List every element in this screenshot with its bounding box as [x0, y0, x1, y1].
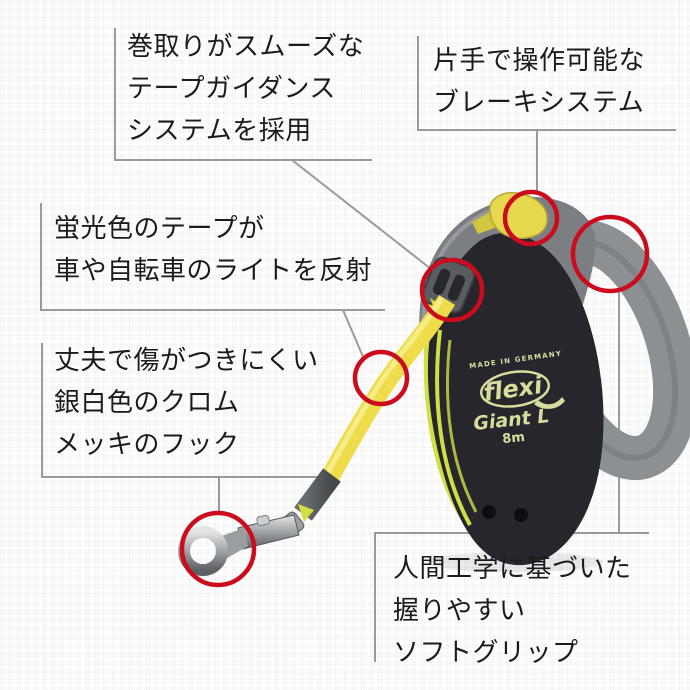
callout-line: 巻取りがスムーズな — [127, 32, 365, 62]
logo-dog-swoosh — [534, 397, 565, 409]
callout-line: システムを採用 — [127, 116, 312, 146]
tape-guide-slot — [432, 268, 451, 295]
callout-fluorescent-tape: 蛍光色のテープが 車や自転車のライトを反射 — [54, 208, 372, 292]
leash-body — [427, 232, 604, 566]
callout-line: 蛍光色のテープが — [54, 214, 265, 244]
callout-brake-system: 片手で操作可能な ブレーキシステム — [433, 40, 645, 124]
callout-line: テープガイダンス — [127, 74, 336, 104]
snap-hook — [178, 511, 305, 576]
tape-guide — [421, 256, 476, 314]
neon-stripe — [435, 329, 472, 526]
neon-stripe — [445, 339, 478, 513]
callout-line: メッキのフック — [54, 430, 240, 460]
callout-line: 丈夫で傷がつきにくい — [54, 346, 319, 376]
neon-stripes — [435, 329, 478, 526]
hook-gate-lever — [256, 514, 270, 527]
callout-line: ブレーキシステム — [433, 88, 645, 118]
highlight-circle-tape-guide — [419, 257, 485, 323]
casing-rim — [421, 204, 507, 337]
callout-line: 片手で操作可能な — [433, 46, 646, 76]
logo-ellipse — [479, 370, 551, 408]
hook-loop — [178, 526, 228, 576]
highlight-circles — [179, 189, 650, 588]
callout-line: 車や自転車のライトを反射 — [54, 256, 373, 286]
tape-sleeve — [294, 468, 341, 521]
highlight-circle-soft-grip — [570, 214, 650, 294]
highlight-circle-chrome-hook — [179, 510, 257, 588]
callout-line: 銀白色のクロム — [54, 388, 240, 418]
callout-soft-grip: 人間工学に基づいた 握りやすい ソフトグリップ — [393, 548, 632, 674]
callout-line: 握りやすい — [393, 596, 526, 626]
tape-guide-slot — [447, 274, 466, 301]
highlight-circle-fluorescent-tape — [352, 349, 410, 407]
body-hole — [514, 508, 528, 522]
tape-highlight — [324, 296, 445, 476]
connector-chrome-hook — [41, 343, 327, 512]
callout-line: ソフトグリップ — [393, 638, 579, 668]
callout-line: 人間工学に基づいた — [393, 554, 632, 584]
sleeve-accent — [298, 504, 314, 522]
connector-tape-guidance — [114, 28, 432, 270]
body-hole — [482, 505, 496, 519]
callout-chrome-hook: 丈夫で傷がつきにくい 銀白色のクロム メッキのフック — [54, 340, 318, 466]
tape-length-text: 8m — [502, 430, 526, 447]
tape — [321, 294, 456, 482]
callout-tape-guidance: 巻取りがスムーズな テープガイダンス システムを採用 — [127, 26, 364, 152]
highlight-circle-brake-button — [502, 189, 560, 247]
connector-fluorescent-tape — [40, 203, 385, 360]
connector-brake-system — [417, 36, 676, 191]
